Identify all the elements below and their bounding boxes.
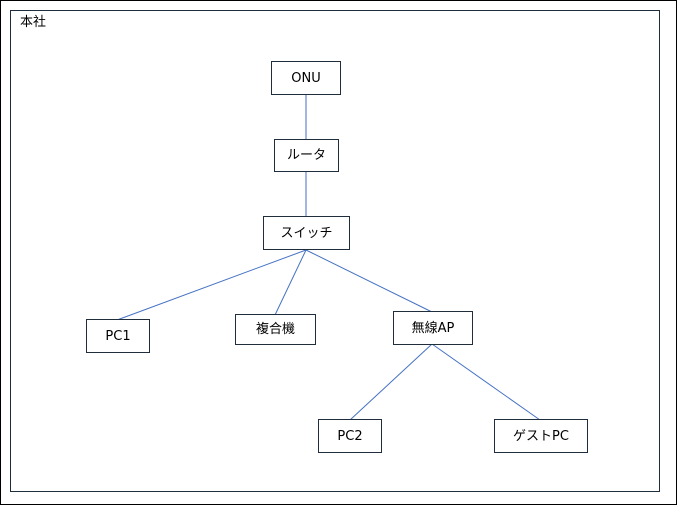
node-pc2: PC2 (318, 419, 382, 453)
node-mfp: 複合機 (235, 314, 316, 345)
link-wap-guest-pc (431, 343, 541, 421)
node-router: ルータ (274, 139, 339, 172)
node-switch: スイッチ (263, 216, 350, 250)
link-wap-pc2 (349, 343, 433, 421)
link-switch-wap (305, 249, 433, 313)
link-switch-pc1 (116, 249, 307, 321)
node-pc1: PC1 (86, 319, 150, 353)
node-onu: ONU (271, 61, 341, 95)
link-switch-mfp (274, 249, 307, 316)
site-frame (10, 10, 660, 492)
node-wireless-ap: 無線AP (393, 311, 473, 345)
site-label: 本社 (20, 15, 47, 30)
node-guest-pc: ゲストPC (494, 419, 588, 453)
